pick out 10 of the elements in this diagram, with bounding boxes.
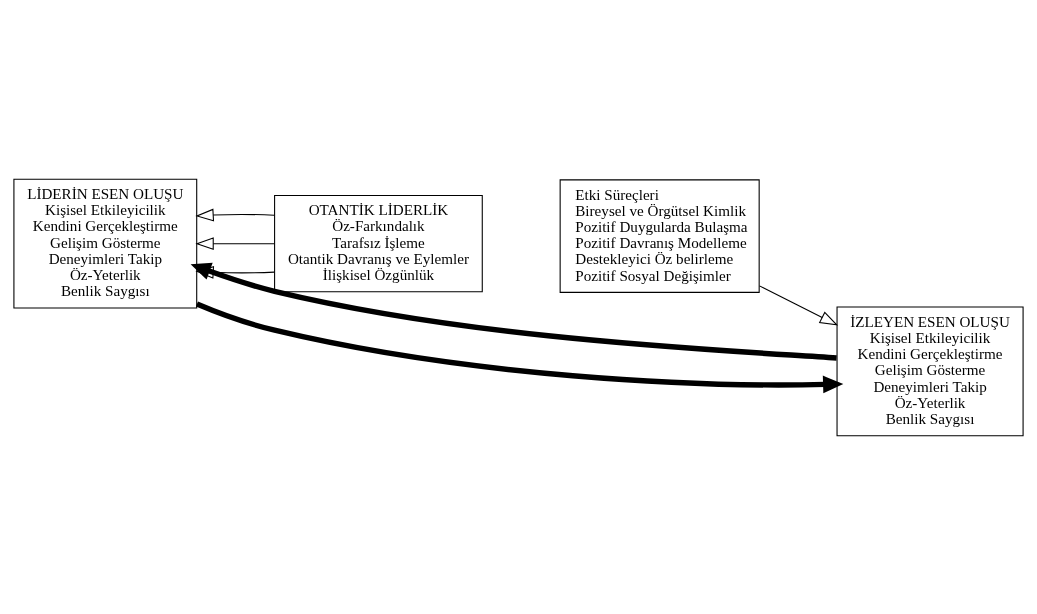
- arrow: [195, 236, 275, 250]
- arrow: [190, 262, 837, 361]
- arrow: [195, 208, 275, 221]
- arrow: [758, 284, 839, 326]
- node-box: İZLEYEN ESEN OLUŞU Kişisel Etkileyicilik Kendini Gerçekleştirme Gelişim Gösterme Deneyimleri Takip Öz-Yeterlik Benlik Saygısı: [836, 305, 1024, 436]
- node-box: OTANTİK LİDERLİK Öz-Farkındalık Tarafsız İşleme Otantik Davranış ve Eylemler İlişkisel Özgünlük: [274, 194, 483, 292]
- node-box: Etki Süreçleri Bireysel ve Örgütsel Kimlik Pozitif Duygularda Bulaşma Pozitif Davranış Modelleme Destekleyici Öz belirleme Pozitif Sosyal Değişimler: [559, 178, 760, 293]
- arrow: [195, 265, 275, 279]
- node-box: LİDERİN ESEN OLUŞU Kişisel Etkileyicilik Kendini Gerçekleştirme Gelişim Gösterme Deneyimleri Takip Öz-Yeterlik Benlik Saygısı: [13, 178, 198, 309]
- arrow: [195, 301, 844, 393]
